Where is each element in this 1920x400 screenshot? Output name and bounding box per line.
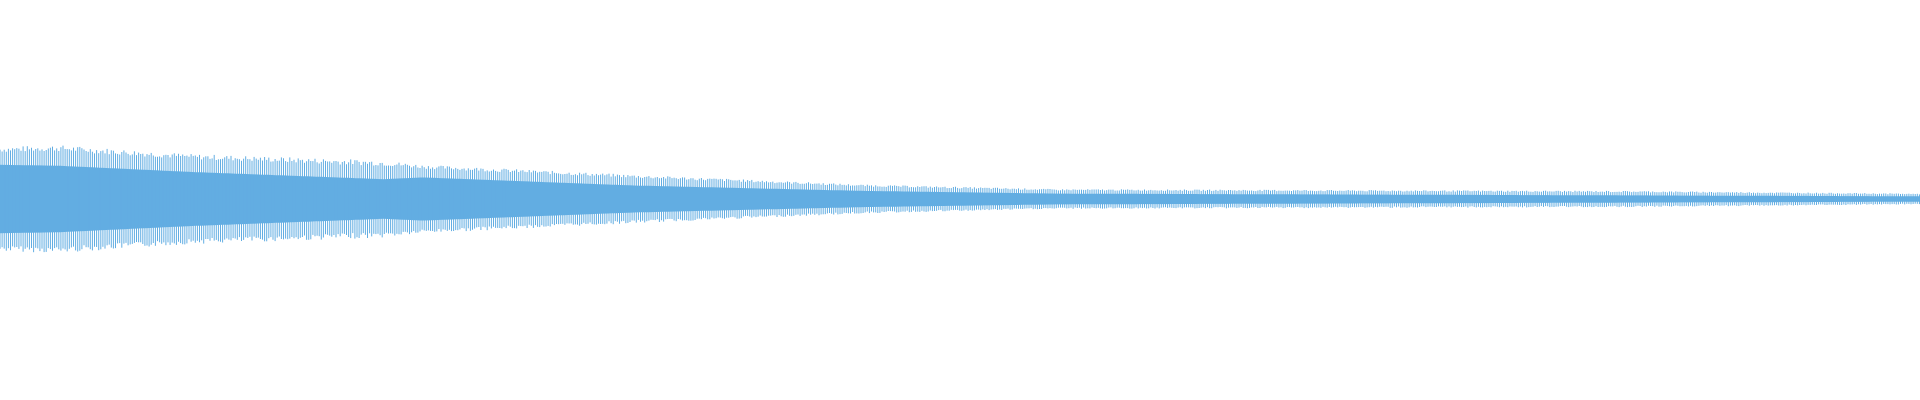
waveform-peaks xyxy=(0,145,1920,253)
